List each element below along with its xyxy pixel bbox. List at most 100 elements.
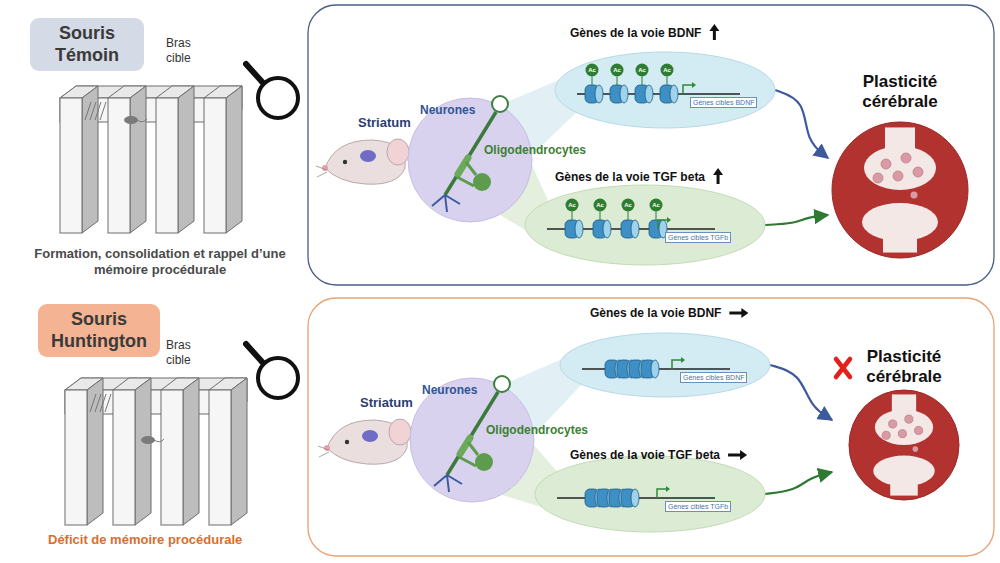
mouse-drawing [318, 419, 411, 464]
vesicle [889, 420, 897, 428]
transcription-arrowhead [667, 217, 671, 223]
acetyl-mark [650, 199, 663, 212]
maze-mouse [124, 116, 138, 124]
maze-wall-front [113, 390, 135, 525]
mouse-whiskers [318, 446, 329, 457]
nucleosome-face [645, 85, 653, 103]
maze-wall-side [226, 86, 242, 233]
trend-arrow [729, 312, 742, 315]
group-tag: Souris Huntington [38, 304, 160, 357]
node-shape [525, 170, 765, 267]
cell-label: Oligodendrocytes [484, 143, 586, 158]
acetyl-mark [594, 199, 607, 212]
pathway-heading: Gènes de la voie TGF beta [555, 170, 705, 184]
acetylation-tag: Ac [638, 67, 646, 73]
myelin-sheath [460, 438, 470, 454]
label-slot: Ac [652, 202, 660, 208]
mouse-nose [324, 445, 330, 451]
nucleosome-face [620, 85, 628, 103]
label-slot: Oligodendrocytes [486, 423, 588, 438]
transcription-start [657, 489, 666, 498]
maze-wall-side [183, 378, 199, 525]
plasticity-disc [832, 122, 968, 258]
presynaptic-bouton [875, 409, 933, 445]
pathway-heading: Gènes de la voie BDNF [590, 306, 721, 320]
trend-arrowhead [713, 168, 723, 175]
acetyl-stem [628, 212, 629, 221]
label-slot: Ac [568, 202, 576, 208]
mouse-eye [343, 160, 347, 164]
vesicle [915, 426, 923, 434]
maze-mouse-tail [154, 439, 164, 442]
mouse-eye [345, 440, 349, 444]
pathway-heading: Gènes de la voie BDNF [570, 26, 701, 40]
label-slot: Bras cible [166, 338, 210, 368]
maze-wall-side [130, 86, 146, 233]
maze-wall-side [135, 378, 151, 525]
maze-mouse [141, 436, 155, 444]
target-hatch [90, 394, 96, 412]
acetyl-mark [611, 64, 624, 77]
gene-pathway-ellipse: Gènes de la voie TGF betaGènes cibles TG… [535, 448, 765, 534]
target-gene-box: Gènes cibles TGFb [665, 232, 731, 243]
acetylation-tag: Ac [596, 202, 604, 208]
target-hatch [100, 102, 106, 120]
neuron-body [494, 376, 510, 392]
trend-arrowhead [709, 24, 719, 31]
maze-arm-label: Bras cible [166, 338, 210, 368]
target-gene-box: Gènes cibles BDNF [690, 97, 757, 108]
vesicle [873, 173, 883, 183]
nucleosome-face [670, 85, 678, 103]
acetylation-tag: Ac [663, 67, 671, 73]
label-slot: Ac [624, 202, 632, 208]
postsynaptic-spine [873, 456, 934, 487]
striatum-zoom [410, 378, 534, 502]
pathway-heading: Gènes de la voie TGF beta [570, 448, 720, 462]
label-slot: Oligodendrocytes [484, 143, 586, 158]
maze-wall-side [82, 86, 98, 233]
maze-wall-side [87, 378, 103, 525]
vesicle [893, 171, 903, 181]
trend-arrowhead [740, 450, 747, 460]
text-slot: Gènes de la voie BDNF [590, 306, 721, 320]
axon-terminals [432, 195, 460, 212]
myelin-sheath [458, 158, 468, 174]
trend-arrowhead [741, 308, 748, 318]
trend-arrow [717, 174, 720, 184]
label-slot: Formation, consolidation et rappel d’une… [25, 246, 295, 279]
text-slot: Gènes cibles BDNF [690, 97, 757, 108]
label-slot: Ac [638, 67, 646, 73]
nucleosome-face [575, 220, 583, 238]
acetyl-mark [622, 199, 635, 212]
trend-arrow [728, 454, 741, 457]
region-label: Striatum [360, 395, 413, 411]
magnifier-lens [258, 358, 298, 398]
behaviour-caption: Formation, consolidation et rappel d’une… [25, 246, 295, 279]
pathway-arrow [765, 215, 828, 225]
maze-wall-front [209, 390, 231, 525]
plasticity-heading: Plasticité cérébrale [828, 72, 972, 111]
gene-pathway-ellipse: Gènes de la voie BDNF Gènes cibles BDNF [555, 26, 775, 130]
striatum-spot [362, 430, 378, 442]
vesicle [913, 167, 923, 177]
mouse-drawing [316, 139, 409, 184]
transcription-arrowhead [666, 486, 670, 492]
text-slot: Gènes de la voie TGF beta [570, 448, 720, 462]
pathway-arrow [765, 472, 832, 494]
acetylation-tag: Ac [568, 202, 576, 208]
gene-pathway-ellipse: Gènes de la voie BDNF Gènes cibles BDNF [560, 306, 770, 399]
maze-wall-front [65, 390, 87, 525]
group-title: Souris Huntington [42, 309, 156, 352]
target-hatch [95, 102, 101, 120]
striatum-spot [360, 150, 376, 162]
text-slot: Gènes cibles BDNF [680, 372, 747, 383]
magnifier-handle [246, 344, 264, 364]
acetylation-tag: Ac [588, 67, 596, 73]
acetyl-stem [656, 212, 657, 221]
behaviour-caption: Déficit de mémoire procédurale [48, 532, 242, 548]
maze-arm-label: Bras cible [166, 36, 210, 66]
vesicle [898, 430, 906, 438]
